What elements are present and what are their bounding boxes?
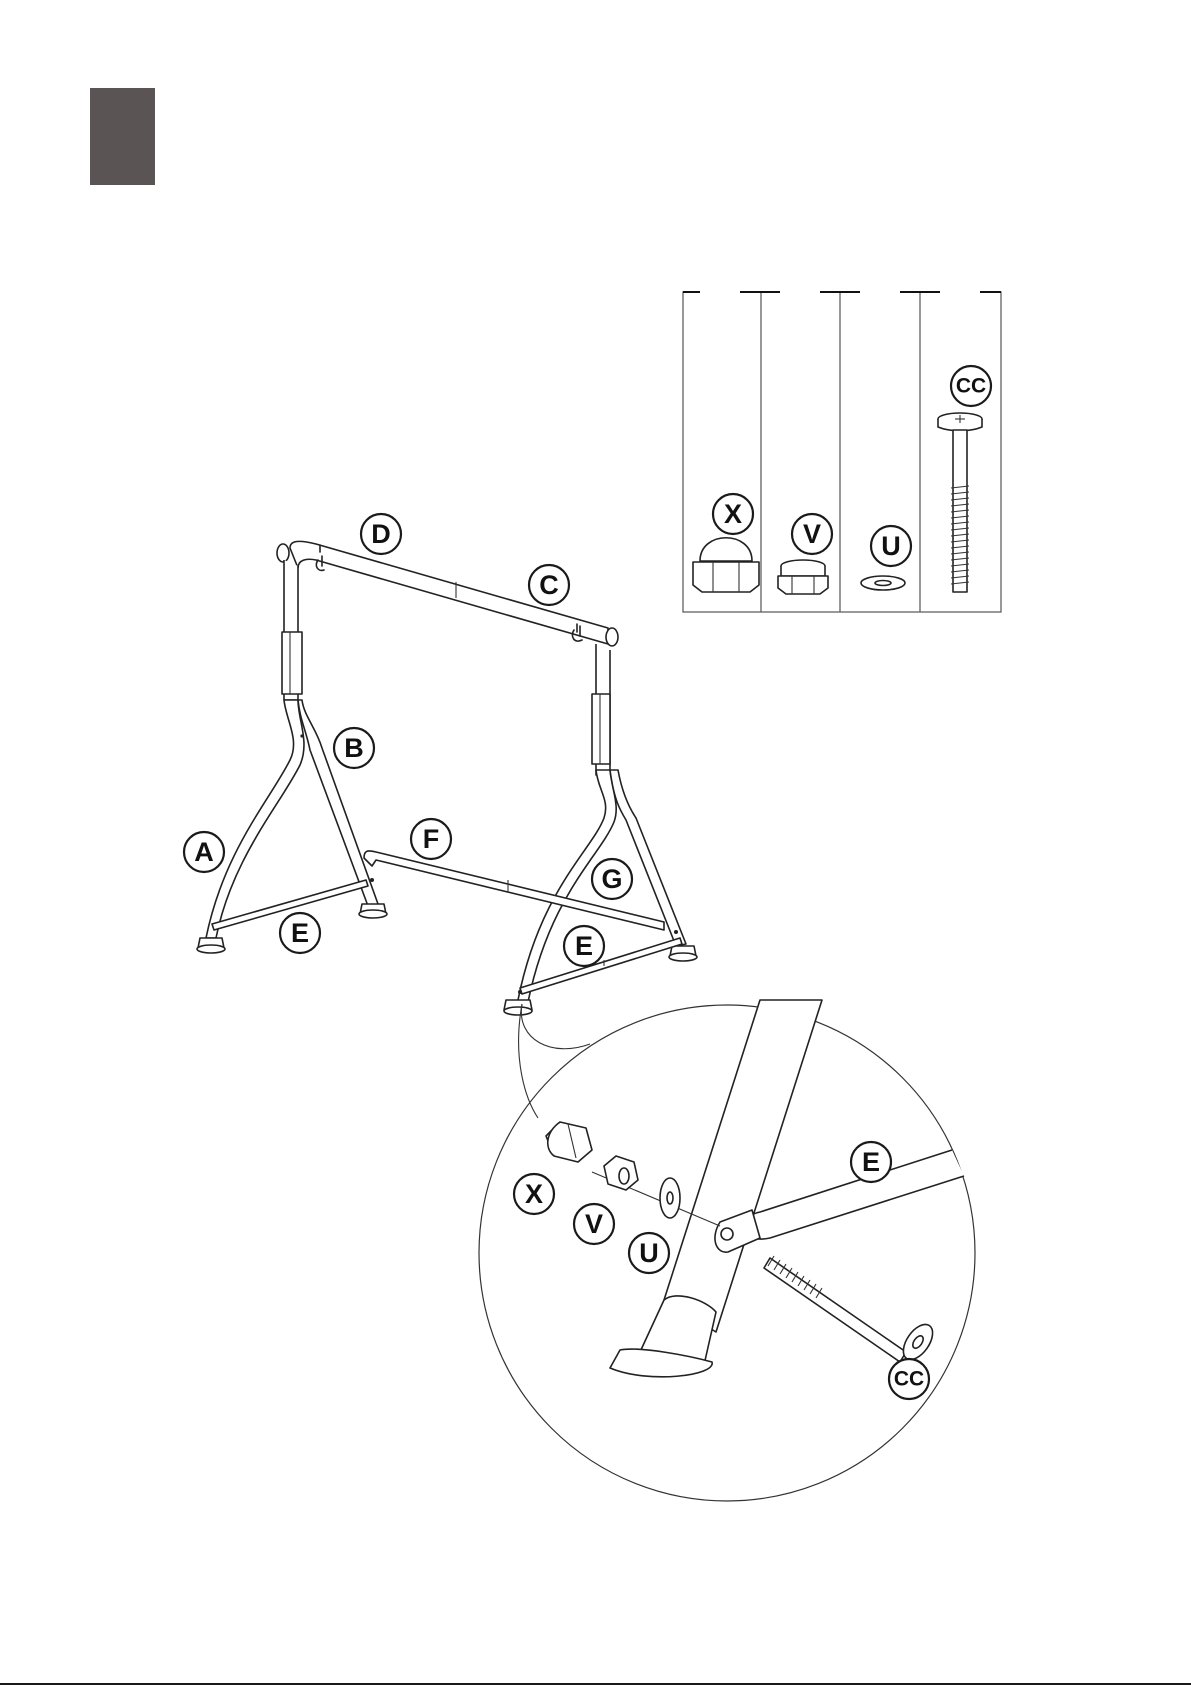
frame-label-g: G	[592, 859, 632, 899]
frame-label-c: C	[529, 565, 569, 605]
detail-lock-nut-icon	[604, 1156, 638, 1190]
svg-text:E: E	[291, 918, 309, 948]
part-v-lock-nut-icon	[778, 560, 828, 594]
svg-text:CC: CC	[956, 375, 986, 398]
detail-label-e: E	[851, 1142, 891, 1182]
frame-label-e-left: E	[280, 913, 320, 953]
frame-label-b: B	[334, 728, 374, 768]
svg-text:C: C	[539, 570, 559, 600]
part-cc-bolt-icon	[938, 413, 982, 592]
svg-text:X: X	[724, 499, 742, 529]
svg-text:U: U	[639, 1238, 659, 1268]
detail-cap-nut-icon	[546, 1122, 592, 1162]
svg-text:B: B	[344, 733, 364, 763]
frame-label-a: A	[184, 832, 224, 872]
svg-text:U: U	[881, 531, 901, 561]
detail-magnifier	[479, 1000, 975, 1501]
part-u-washer-icon	[861, 576, 905, 590]
detail-label-u: U	[629, 1233, 669, 1273]
detail-washer-icon	[660, 1178, 680, 1218]
part-x-cap-nut-icon	[693, 538, 759, 592]
detail-label-cc: CC	[889, 1359, 929, 1399]
svg-text:A: A	[194, 837, 214, 867]
svg-text:D: D	[371, 519, 391, 549]
swing-frame	[197, 541, 697, 1015]
svg-text:E: E	[575, 931, 593, 961]
svg-text:X: X	[525, 1179, 543, 1209]
frame-label-d: D	[361, 514, 401, 554]
detail-bolt-icon	[764, 1256, 938, 1365]
detail-label-v: V	[574, 1204, 614, 1244]
detail-label-x: X	[514, 1174, 554, 1214]
parts-box: X V U	[683, 292, 1001, 612]
part-u-label: U	[871, 526, 911, 566]
part-v-label: V	[792, 514, 832, 554]
svg-text:V: V	[585, 1209, 603, 1239]
svg-text:F: F	[423, 824, 440, 854]
frame-label-f: F	[411, 819, 451, 859]
svg-text:E: E	[862, 1147, 880, 1177]
frame-label-e-right: E	[564, 926, 604, 966]
svg-text:G: G	[601, 864, 622, 894]
svg-text:CC: CC	[894, 1368, 924, 1391]
part-cc-label: CC	[951, 366, 991, 406]
part-x-label: X	[713, 494, 753, 534]
svg-text:V: V	[803, 519, 821, 549]
